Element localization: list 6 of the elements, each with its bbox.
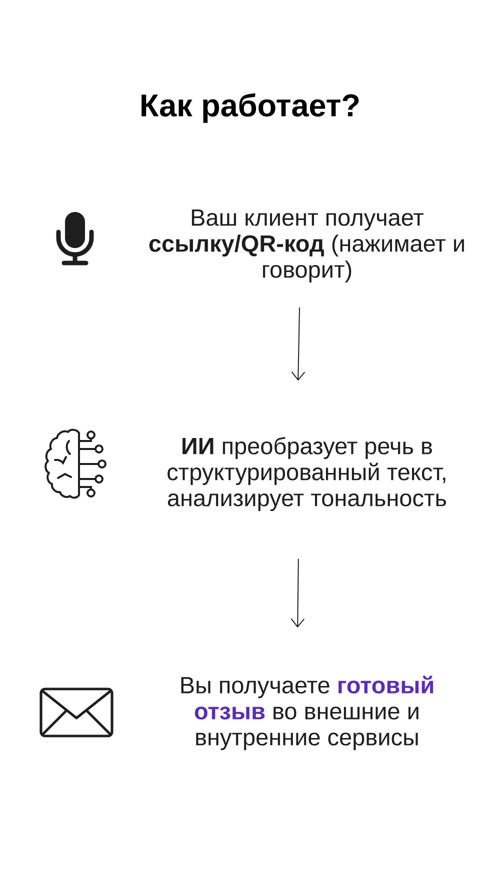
arrow [291, 307, 306, 381]
title: Как работает? [142, 93, 359, 123]
arrow [290, 558, 305, 628]
step-text: Вы получаете готовый отзыв во внешние и внутренние сервисы [181, 676, 434, 750]
step-text: ИИ преобразует речь в структурированный текст, анализирует тональность [168, 436, 446, 512]
step-text: Ваш клиент получает ссылку/QR-код (нажимает и говорит) [149, 209, 464, 283]
